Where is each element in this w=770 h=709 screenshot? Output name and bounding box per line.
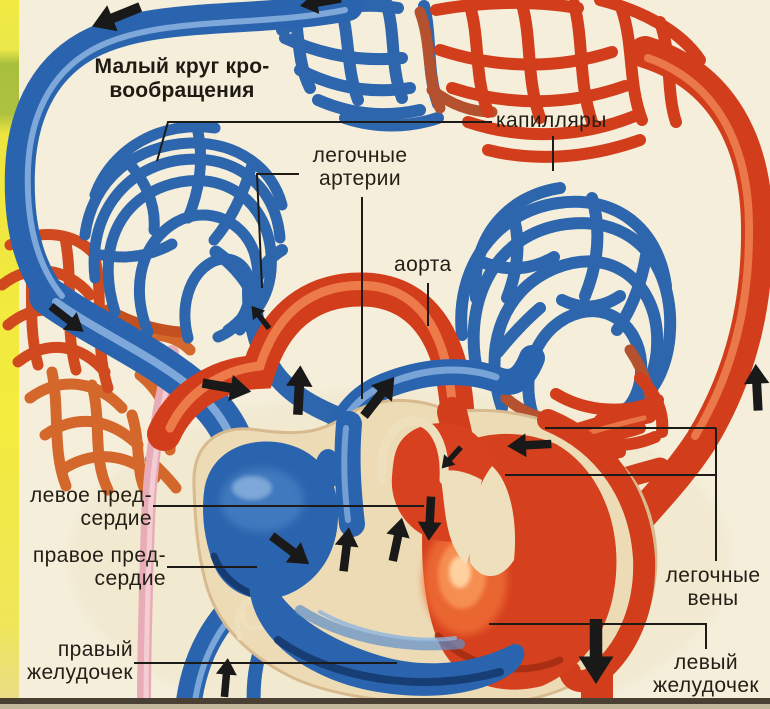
pointer-left-ventricle <box>489 623 707 649</box>
outer-aorta-band <box>537 409 656 692</box>
body-capillaries-red <box>414 0 706 163</box>
label-right-atrium: правое пред- сердие <box>32 544 166 590</box>
pointer-pulmonary-artery-left <box>255 173 299 289</box>
heart <box>192 397 658 706</box>
label-left-ventricle: левый желудочек <box>653 651 759 697</box>
yellow-edge-strip <box>0 0 19 709</box>
bottom-border-light <box>0 704 770 709</box>
label-capillaries: капилляры <box>496 109 607 132</box>
right-lung-capillaries-blue <box>455 182 677 434</box>
label-pulmonary-arteries: легочные артерии <box>312 144 408 190</box>
diagram-title: Малый круг кро- вообращения <box>94 55 270 102</box>
rv-gleam <box>318 610 457 642</box>
aortic-valve-cream <box>469 466 516 576</box>
ra-gleam <box>232 476 272 500</box>
label-pointer-lines <box>134 121 717 664</box>
label-pulmonary-veins: легочные вены <box>665 564 761 610</box>
ra-highlight <box>220 468 304 532</box>
bottom-border-dark <box>0 698 770 704</box>
label-aorta: аорта <box>394 253 452 276</box>
pointer-capillaries <box>156 121 492 162</box>
lv-gleam <box>449 556 471 588</box>
rv-navy-rim <box>274 636 504 686</box>
la-cream-outline <box>377 416 449 485</box>
rv-highlight <box>295 605 465 651</box>
aortic-root-oval <box>315 449 341 489</box>
label-left-atrium: левое пред- сердие <box>30 484 152 530</box>
trunk-base-highlight <box>341 425 351 523</box>
pointer-pulmonary-veins <box>505 427 717 561</box>
label-right-ventricle: правый желудочек <box>27 638 133 684</box>
